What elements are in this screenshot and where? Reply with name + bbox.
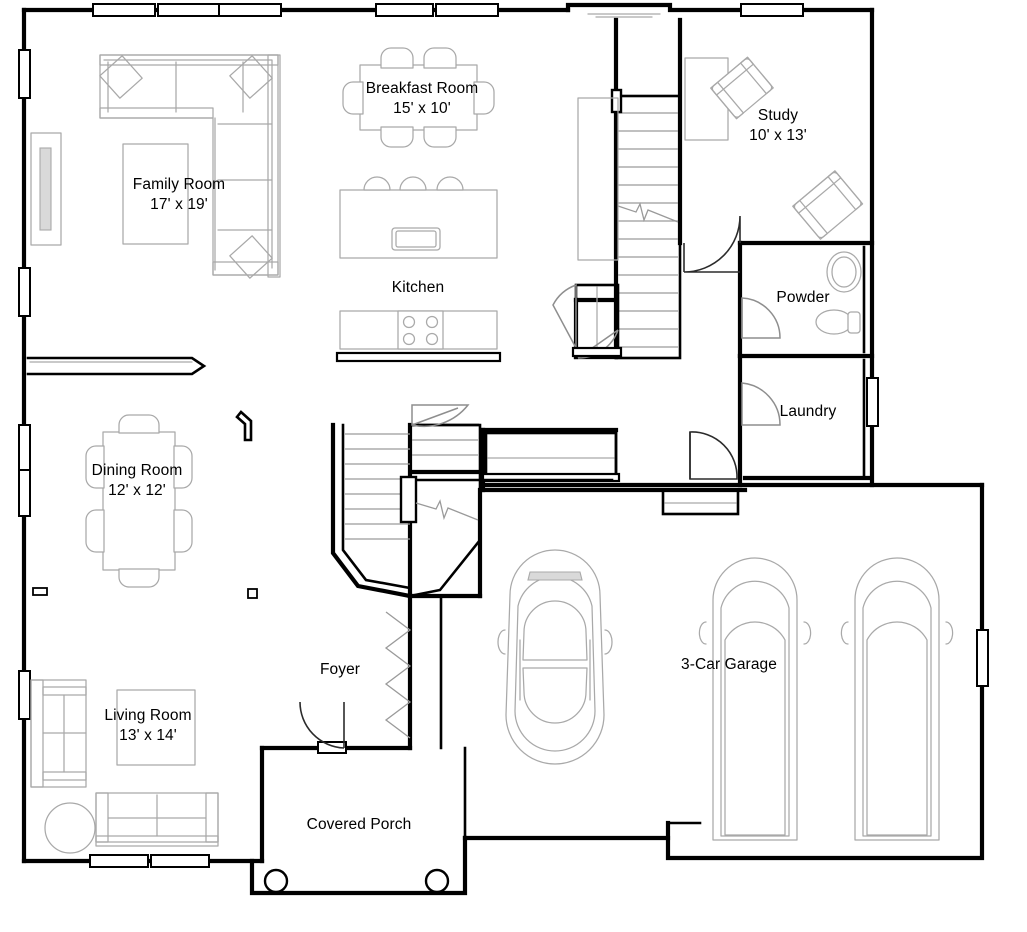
wall-nub-mid <box>247 588 258 599</box>
pillow-2 <box>229 55 273 99</box>
front-stair-newel <box>399 475 418 524</box>
front-door <box>299 701 345 749</box>
suv-vehicle-right <box>840 557 954 841</box>
stair-break-line <box>617 202 679 223</box>
suv-vehicle-left <box>698 557 812 841</box>
garage-step <box>661 488 740 516</box>
kitchen-island <box>339 176 498 259</box>
foyer-railing <box>384 611 412 739</box>
porch-column-right <box>424 868 450 894</box>
stair-newel <box>610 88 623 114</box>
windows <box>18 3 989 868</box>
toilet <box>815 309 861 335</box>
front-stair-break-line <box>415 499 479 521</box>
window-top-4 <box>375 3 434 17</box>
rear-staircase <box>577 88 682 360</box>
corner-post <box>235 410 253 442</box>
window-left-1 <box>18 49 31 99</box>
study-furniture <box>683 56 864 273</box>
lounge-chair <box>792 170 864 240</box>
fireplace <box>30 132 62 246</box>
window-top-3 <box>218 3 282 17</box>
window-bottom-1 <box>89 854 149 868</box>
interior-walls <box>407 17 875 751</box>
window-left-4 <box>18 469 31 517</box>
pillow-3 <box>229 235 273 279</box>
window-right-2 <box>976 629 989 687</box>
sofa <box>95 792 219 847</box>
sedan-car <box>497 549 613 765</box>
window-left-5 <box>18 670 31 720</box>
family-room-rug <box>122 143 189 245</box>
laundry-doors <box>689 382 781 480</box>
living-room-furniture <box>30 679 219 854</box>
bar-stool-2 <box>399 176 427 191</box>
wall-nub-left <box>32 587 48 596</box>
window-top-2 <box>157 3 221 17</box>
porch-column-left <box>263 868 289 894</box>
pantry-closet <box>552 283 623 359</box>
window-porch-door <box>317 741 347 754</box>
round-side-table <box>44 802 96 854</box>
window-left-3 <box>18 424 31 472</box>
front-staircase <box>330 404 614 739</box>
counter-run <box>335 310 502 363</box>
armchair <box>710 56 774 120</box>
dining-table <box>85 414 193 588</box>
window-top-5 <box>435 3 499 17</box>
window-bottom-2 <box>150 854 210 868</box>
kitchen-sink <box>391 227 441 251</box>
bar-stool-1 <box>363 176 391 191</box>
mudroom-closet <box>481 429 621 483</box>
rear-window <box>522 667 588 724</box>
living-room-rug <box>116 689 196 766</box>
powder-fixtures <box>741 251 862 339</box>
window-right-1 <box>866 377 879 427</box>
window-top-1 <box>92 3 156 17</box>
pillow-1 <box>99 55 143 99</box>
windshield <box>522 600 588 661</box>
bar-stool-3 <box>436 176 464 191</box>
window-top-6 <box>740 3 804 17</box>
breakfast-table <box>342 47 495 148</box>
side-mirrors <box>497 629 613 655</box>
half-wall-railing <box>26 356 207 376</box>
window-left-2 <box>18 267 31 317</box>
counter-edge <box>335 351 502 363</box>
sectional-sofa <box>99 54 281 279</box>
powder-sink <box>826 251 862 293</box>
loveseat <box>30 679 87 788</box>
